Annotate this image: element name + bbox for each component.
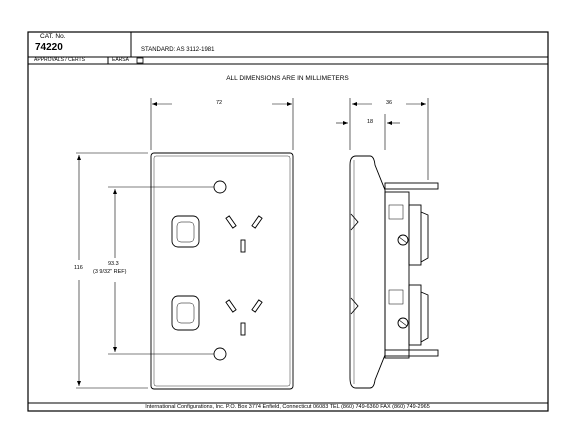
standard-label: STANDARD: AS 3112-1981 xyxy=(141,47,215,53)
socket-spacing-ref-label: (3 9/32" REF) xyxy=(93,269,127,275)
cat-no-value: 74220 xyxy=(35,42,63,53)
front-view xyxy=(150,152,294,390)
plate-dimension-label: 18 xyxy=(367,119,374,125)
front-dimensions xyxy=(76,98,294,389)
socket-spacing-label: 93.3 xyxy=(108,261,119,267)
depth-dimension-label: 36 xyxy=(386,100,393,106)
cat-no-label: CAT. No. xyxy=(40,33,66,40)
width-dimension-label: 72 xyxy=(216,100,223,106)
footer-company-info: International Configurations, Inc. P.O. … xyxy=(145,404,430,410)
dimensions-note: ALL DIMENSIONS ARE IN MILLIMETERS xyxy=(226,75,349,82)
side-dimensions xyxy=(336,98,429,180)
height-dimension-label: 116 xyxy=(74,265,83,271)
earsa-label: EARSA xyxy=(112,57,129,63)
sheet-border xyxy=(27,31,549,412)
side-view xyxy=(349,155,439,389)
approvals-label: APPROVALS / CERTS xyxy=(34,57,85,63)
